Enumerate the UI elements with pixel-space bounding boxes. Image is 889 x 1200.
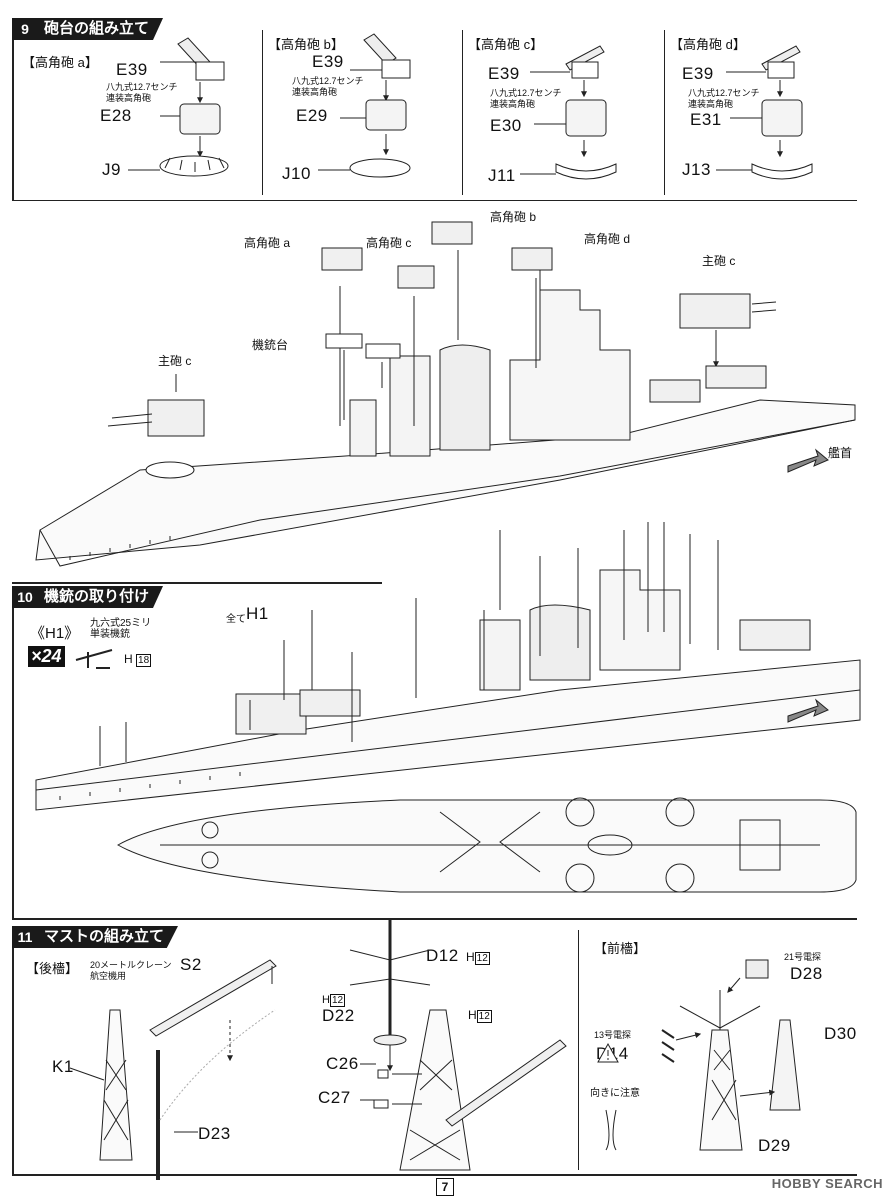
label-mg-stand: 機銃台: [252, 338, 289, 352]
rear-mast-header: 【後檣】: [26, 961, 79, 976]
step10-bottom-rule: [12, 918, 857, 920]
c27-label: C27: [318, 1088, 351, 1107]
panel-separator: [262, 30, 263, 195]
step9-divider: [12, 40, 857, 201]
h1-label: H1: [246, 604, 269, 623]
panel-a-top-part: E39: [116, 60, 148, 79]
panel-c-note: 八九式12.7センチ 連装高角砲: [490, 88, 562, 109]
panel-b-header: 【高角砲 b】: [268, 37, 344, 52]
radar21-note: 21号電探: [784, 952, 822, 962]
panel-c-top-part: E39: [488, 64, 520, 83]
label-main-c-rear: 主砲 c: [158, 354, 192, 368]
step9-title: 砲台の組み立て: [38, 18, 164, 40]
panel-c-base-part: J11: [488, 166, 516, 185]
step11-separator: [578, 930, 579, 1170]
panel-b-note: 八九式12.7センチ 連装高角砲: [292, 76, 364, 97]
label-ha-d: 高角砲 d: [584, 232, 631, 246]
crane-note: 20メートルクレーン 航空機用: [90, 960, 172, 981]
label-ha-b: 高角砲 b: [490, 210, 537, 224]
step9-number: 9: [12, 18, 38, 40]
c26-label: C26: [326, 1054, 359, 1073]
d14-label: D14: [596, 1044, 629, 1063]
watermark: HOBBY SEARCH: [771, 1176, 883, 1191]
panel-a-note: 八九式12.7センチ 連装高角砲: [106, 82, 178, 103]
caution-note: 向きに注意: [590, 1088, 640, 1099]
panel-a-header: 【高角砲 a】: [22, 55, 98, 70]
page-number: 7: [436, 1178, 454, 1196]
panel-d-top-part: E39: [682, 64, 714, 83]
panel-d-base-part: J13: [682, 160, 711, 179]
step10-number: 10: [12, 586, 38, 608]
panel-b-mid-part: E29: [296, 106, 328, 125]
h1-box-note: 九六式25ミリ 単装機銃: [90, 618, 152, 640]
step10-title: 機銃の取り付け: [38, 586, 164, 608]
label-bow-9: 艦首: [828, 446, 853, 460]
panel-separator: [462, 30, 463, 195]
step9-header: 9 砲台の組み立て: [12, 18, 164, 40]
mast-runner-num: 12: [476, 1010, 492, 1023]
k1-label: K1: [52, 1057, 74, 1076]
h1-box-part: 《H1》: [30, 625, 80, 642]
panel-c-mid-part: E30: [490, 116, 522, 135]
label-main-c-front: 主砲 c: [702, 254, 736, 268]
panel-b-base-part: J10: [282, 164, 311, 183]
d23-label: D23: [198, 1124, 231, 1143]
runner-number: 18: [136, 654, 152, 667]
panel-d-mid-part: E31: [690, 110, 722, 129]
panel-a-base-part: J9: [102, 160, 121, 179]
step11-bottom-rule: [12, 1174, 857, 1176]
runner-letter: H: [124, 652, 133, 666]
d22-label: D22: [322, 1006, 355, 1025]
s2-label: S2: [180, 955, 202, 974]
runner-ref: H 18: [124, 652, 152, 667]
rear-mast-drawing: [69, 959, 277, 1180]
panel-c-header: 【高角砲 c】: [468, 37, 544, 52]
panel-separator: [664, 30, 665, 195]
d22-runner-num: 12: [329, 994, 346, 1007]
d12-label: D12: [426, 946, 459, 965]
step11-left-border: [12, 948, 14, 1176]
d30-label: D30: [824, 1024, 857, 1043]
label-bow-10: 艦首: [828, 696, 853, 710]
panel-d-header: 【高角砲 d】: [670, 37, 746, 52]
ship-9-drawing: [35, 221, 856, 567]
step10-header: 10 機銃の取り付け: [12, 586, 164, 608]
ship-10-drawing: [35, 522, 861, 811]
step11-number: 11: [12, 926, 38, 948]
step10-left-border: [12, 608, 14, 920]
step10-rule: [12, 582, 382, 584]
d28-label: D28: [790, 964, 823, 983]
qty-badge: ×24: [28, 646, 65, 667]
step11-title: マストの組み立て: [38, 926, 179, 948]
d12-runner-num: 12: [474, 952, 490, 965]
radar13-note: 13号電探: [594, 1030, 632, 1040]
step11-header: 11 マストの組み立て: [12, 926, 179, 948]
label-ha-c: 高角砲 c: [366, 236, 412, 250]
label-ha-a: 高角砲 a: [244, 236, 291, 250]
hull-topview-drawing: [116, 797, 857, 893]
step9-left-border: [12, 40, 14, 200]
panel-a-mid-part: E28: [100, 106, 132, 125]
panel-b-top-part: E39: [312, 52, 344, 71]
all-label: 全て: [226, 614, 246, 625]
panel-d-note: 八九式12.7センチ 連装高角砲: [688, 88, 760, 109]
front-mast-header: 【前檣】: [594, 941, 647, 956]
d29-label: D29: [758, 1136, 791, 1155]
